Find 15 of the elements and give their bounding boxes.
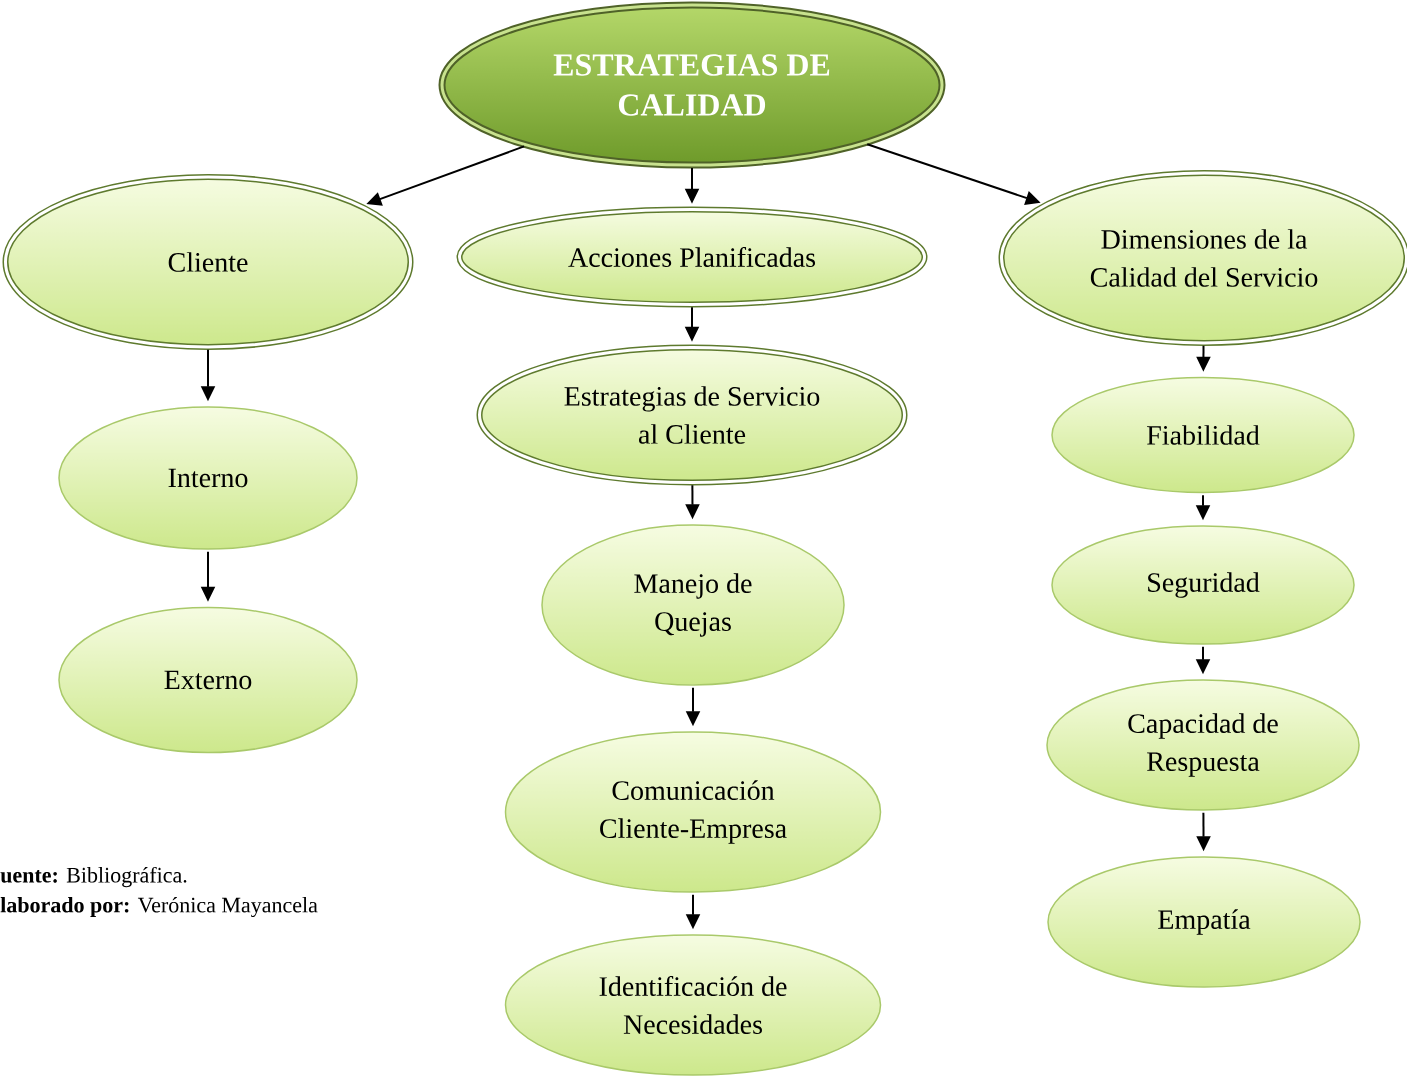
ellipse-node: Dimensiones de la Calidad del Servicio <box>998 170 1407 346</box>
ellipse-node: Cliente <box>2 174 414 350</box>
ellipse-node: Estrategias de Servicio al Cliente <box>476 344 908 486</box>
ellipse-node: Acciones Planificadas <box>456 206 928 308</box>
ellipse-node: Externo <box>58 606 358 754</box>
source-note: uente: Bibliográfica. <box>0 866 187 888</box>
source-note: laborado por: Verónica Mayancela <box>0 897 318 918</box>
ellipse-node: Capacidad de Respuesta <box>1046 679 1360 811</box>
ellipse-node: Comunicación Cliente-Empresa <box>504 731 882 893</box>
ellipse-node: Interno <box>58 406 358 550</box>
ellipse-node: Empatía <box>1047 856 1361 988</box>
ellipse-node: Manejo de Quejas <box>541 524 845 686</box>
ellipse-node: Fiabilidad <box>1051 376 1355 494</box>
ellipse-node: Seguridad <box>1051 525 1355 645</box>
ellipse-node: Identificación de Necesidades <box>504 934 882 1076</box>
